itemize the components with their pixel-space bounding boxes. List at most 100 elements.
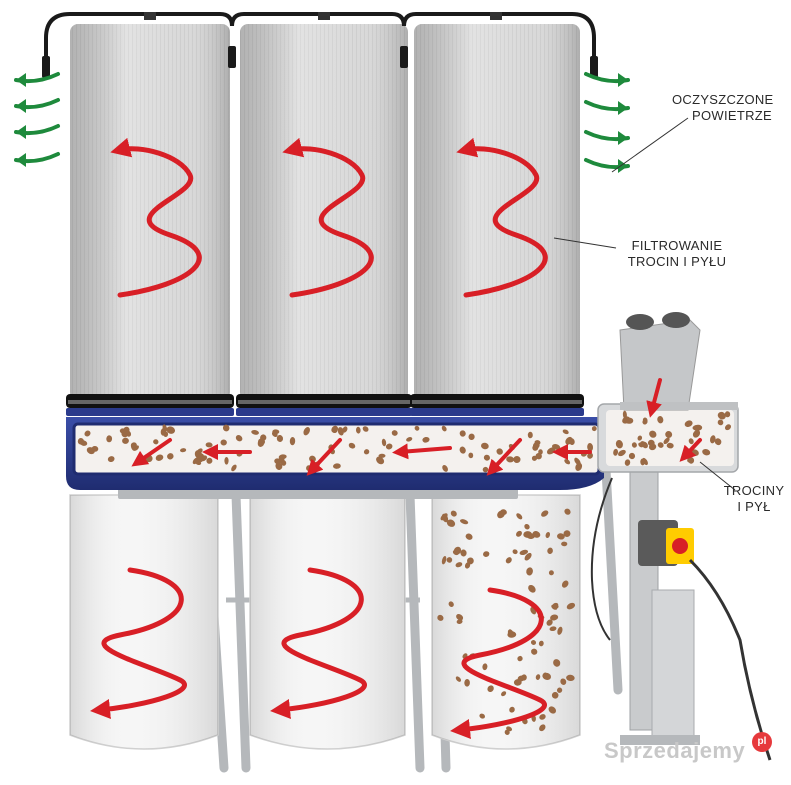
manifold-sawdust-particle (337, 427, 344, 436)
bag-sawdust-particle (535, 674, 541, 680)
bag-sawdust-particle (545, 531, 551, 539)
bag-sawdust-particle (556, 687, 563, 693)
bag-sawdust-particle (551, 692, 559, 699)
manifold-sawdust-particle (381, 438, 387, 447)
bag-sawdust-particle (561, 541, 568, 547)
separator-sawdust-particle (657, 416, 664, 424)
bag-sawdust-particle (531, 648, 538, 655)
sawdust-label-line1: TROCINY (723, 483, 785, 498)
bag-sawdust-particle (566, 602, 576, 610)
separator-sawdust-particle (688, 438, 694, 445)
control-cable (590, 477, 613, 641)
watermark-badge: pl (752, 732, 772, 752)
clean-air-label-line1: OCZYSZCZONE (672, 92, 774, 107)
bag-sawdust-particle (487, 685, 494, 693)
manifold-sawdust-particle (333, 463, 341, 469)
frame-leg (405, 490, 425, 773)
manifold-sawdust-particle (91, 445, 99, 452)
separator-sawdust-particle (641, 441, 648, 449)
manifold-sawdust-particle (562, 429, 569, 435)
inlet-port-b (662, 312, 690, 328)
frame-leg (601, 465, 623, 695)
bag-sawdust-particle (456, 619, 463, 624)
handle-grip (400, 46, 408, 68)
manifold-sawdust-particle (271, 431, 278, 438)
bag-sawdust-particle (437, 614, 444, 621)
manifold-sawdust-particle (275, 462, 283, 470)
manifold-sawdust-particle (303, 427, 310, 436)
bag-sawdust-particle (564, 508, 571, 515)
bag-sawdust-particle (560, 678, 567, 685)
separator-sawdust-particle (666, 442, 674, 449)
bag-swirl-arrow (450, 587, 547, 739)
bag-sawdust-particle (516, 530, 522, 537)
inlet-port-a (626, 314, 654, 330)
separator-sawdust-particle (625, 417, 634, 424)
manifold-sawdust-particle (587, 443, 594, 452)
clean-air-leader (611, 117, 689, 173)
manifold-cutaway (74, 424, 599, 474)
manifold-sawdust-particle (496, 448, 503, 455)
clean-air-arrow-head (16, 153, 26, 167)
watermark-text: Sprzedajemy (604, 738, 746, 763)
bag-swirl-arrow (270, 567, 367, 719)
manifold-sawdust-particle (106, 435, 113, 443)
bag-sawdust-particle (566, 674, 575, 682)
manifold-sawdust-particle (276, 435, 284, 442)
manifold-sawdust-particle (180, 448, 187, 453)
manifold-sawdust-particle (441, 425, 447, 432)
manifold-sawdust-particle (153, 439, 159, 445)
filter-clamp-highlight (412, 400, 582, 404)
separator-sawdust-particle (724, 411, 731, 418)
clean-air-arrow-head (16, 99, 26, 113)
bag-sawdust-particle (464, 562, 471, 569)
bag-sawdust-particle (539, 724, 546, 732)
handle-grip (228, 46, 236, 68)
bag-sawdust-particle (446, 519, 456, 527)
manifold-sawdust-particle (192, 457, 199, 465)
bag-sawdust-particle (524, 523, 530, 530)
manifold-sawdust-particle (385, 443, 393, 450)
separator-sawdust-particle (628, 452, 636, 460)
bag-sawdust-particle (519, 549, 529, 556)
clean-air-arrow-head (618, 101, 628, 115)
separator-sawdust-particle (717, 411, 726, 420)
manifold-sawdust-particle (362, 426, 369, 432)
bag-sawdust-particle (516, 513, 523, 520)
bag-sawdust-particle (509, 706, 515, 713)
bag-sawdust-particle (482, 663, 488, 671)
bag-sawdust-particle (541, 510, 549, 517)
bag-sawdust-particle (526, 567, 533, 576)
clean-air-arrow-head (618, 73, 628, 87)
clean-air-arrow-head (16, 73, 26, 87)
rail-clip (144, 12, 156, 20)
manifold-sawdust-particle (506, 456, 514, 463)
manifold-sawdust-particle (422, 436, 430, 443)
clean-air-arrow-head (618, 159, 628, 173)
bag-sawdust-particle (547, 547, 553, 554)
separator-sawdust-particle (631, 442, 637, 448)
bag-sawdust-particle (512, 549, 518, 555)
filter-clamp-highlight (238, 400, 410, 404)
sawdust-leader (699, 461, 736, 491)
manifold-sawdust-particle (564, 459, 571, 465)
manifold-flow-arrow (392, 443, 452, 460)
manifold-sawdust-particle (235, 435, 243, 442)
bag-sawdust-particle (460, 549, 467, 557)
separator-sawdust-particle (640, 458, 645, 466)
bag-sawdust-particle (465, 533, 473, 540)
manifold-sawdust-particle (527, 431, 533, 439)
separator-sawdust-particle (665, 431, 673, 438)
bag-sawdust-particle (542, 672, 548, 679)
filtering-label: FILTROWANIE TROCIN I PYŁU (612, 238, 742, 270)
manifold-sawdust-particle (331, 425, 339, 433)
bag-sawdust-particle (550, 614, 559, 621)
sawdust-label: TROCINY I PYŁ (718, 483, 790, 515)
filtering-leader (553, 237, 617, 249)
bag-sawdust-particle (505, 557, 512, 564)
filtering-label-line1: FILTROWANIE (631, 238, 723, 253)
clean-air-arrow-head (16, 125, 26, 139)
clean-air-arrow-head (618, 131, 628, 145)
manifold-flow-arrow (646, 378, 662, 418)
